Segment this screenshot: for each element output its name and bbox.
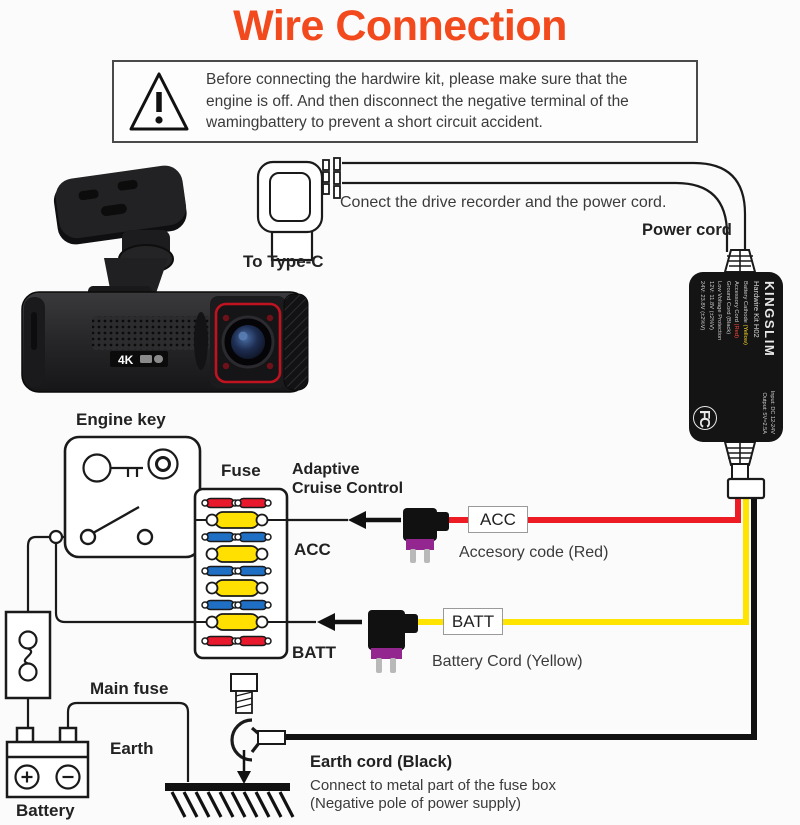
kit-model: Hardwire Kit H02 bbox=[752, 281, 761, 338]
accessory-cord-note: Accesory code (Red) bbox=[459, 544, 609, 561]
ring-terminal bbox=[230, 718, 261, 762]
power-cord-label: Power cord bbox=[642, 221, 732, 239]
down-arrow-icon bbox=[237, 771, 251, 784]
kit-accessory-cord: Accessory Cord (Red) bbox=[733, 281, 740, 339]
kit-brand: KINGSLIM bbox=[762, 281, 777, 358]
acc-wire-tag: ACC bbox=[468, 506, 528, 533]
main-fuse-symbol bbox=[4, 610, 52, 700]
power-cord-cable bbox=[342, 161, 747, 252]
warning-line-1: Before connecting the hardwire kit, plea… bbox=[206, 71, 628, 89]
page-title: Wire Connection bbox=[233, 2, 567, 50]
key-icon bbox=[82, 453, 143, 483]
battery-minus-icon bbox=[55, 764, 81, 790]
fcc-logo: FC bbox=[693, 406, 717, 430]
acc-arrow-icon bbox=[348, 511, 401, 529]
cable-ribs bbox=[322, 157, 341, 199]
kit-lvp-title: Low Voltage Protection bbox=[716, 281, 723, 341]
engine-key-label: Engine key bbox=[76, 410, 166, 429]
warning-line-3: wamingbattery to prevent a short circuit… bbox=[206, 114, 543, 132]
kit-ground-cord: Ground Cord (Black) bbox=[724, 281, 731, 335]
earth-label: Earth bbox=[110, 739, 154, 758]
warning-box: Before connecting the hardwire kit, plea… bbox=[112, 60, 698, 143]
hardwire-kit-device bbox=[689, 249, 783, 500]
batt-arrow-icon bbox=[317, 613, 362, 631]
dashcam-image: 4K bbox=[21, 165, 309, 393]
camera-lens bbox=[210, 296, 286, 388]
hardwire-kit-label: KINGSLIM Hardwire Kit H02 Input: DC 12-2… bbox=[689, 272, 783, 442]
fuse-pills bbox=[201, 497, 272, 647]
colored-wires bbox=[286, 498, 757, 740]
ignition-switch-symbol bbox=[79, 505, 154, 546]
wire-junction-node bbox=[48, 529, 64, 545]
kit-battery-cord: Battery Cathode (Yellow) bbox=[742, 281, 748, 345]
battery-plus-icon bbox=[14, 764, 40, 790]
connect-note: Conect the drive recorder and the power … bbox=[340, 194, 667, 211]
adaptive-cruise-label: Adaptive Cruise Control bbox=[292, 461, 404, 497]
batt-wire-tag: BATT bbox=[443, 608, 503, 635]
batt-wire-yellow bbox=[418, 498, 749, 625]
type-c-connector bbox=[256, 157, 341, 262]
keyhole-icon bbox=[147, 448, 179, 480]
batt-plug bbox=[368, 610, 418, 673]
type-c-label: To Type-C bbox=[243, 252, 324, 271]
warning-line-2: engine is off. And then disconnect the n… bbox=[206, 92, 629, 110]
kit-input: Input: DC 12-24V bbox=[769, 390, 775, 434]
earth-ground-symbol bbox=[165, 783, 295, 818]
battery-symbol bbox=[5, 726, 90, 799]
main-fuse-label: Main fuse bbox=[90, 679, 169, 698]
camera-badge: 4K bbox=[110, 351, 168, 367]
batt-side-label: BATT bbox=[292, 643, 337, 662]
warning-triangle-icon bbox=[129, 72, 189, 130]
warning-text: Before connecting the hardwire kit, plea… bbox=[206, 69, 629, 134]
battery-label: Battery bbox=[16, 801, 75, 820]
acc-wire-red bbox=[448, 498, 741, 523]
engine-key-box bbox=[63, 435, 202, 559]
earth-cord-note1: Connect to metal part of the fuse box bbox=[310, 777, 556, 794]
earth-wire-black bbox=[286, 498, 757, 740]
fuse-label: Fuse bbox=[221, 461, 261, 480]
badge-4k-label: 4K bbox=[118, 353, 134, 367]
earth-cord-note2: (Negative pole of power supply) bbox=[310, 795, 521, 812]
hardwire-kit-body bbox=[689, 272, 783, 442]
ground-screw bbox=[230, 673, 286, 784]
earth-cord-title: Earth cord (Black) bbox=[310, 753, 453, 771]
acc-side-label: ACC bbox=[294, 540, 331, 559]
acc-plug bbox=[403, 508, 449, 563]
kit-output: Output: 5V=2.5A bbox=[761, 392, 767, 434]
battery-cord-note: Battery Cord (Yellow) bbox=[432, 653, 583, 670]
